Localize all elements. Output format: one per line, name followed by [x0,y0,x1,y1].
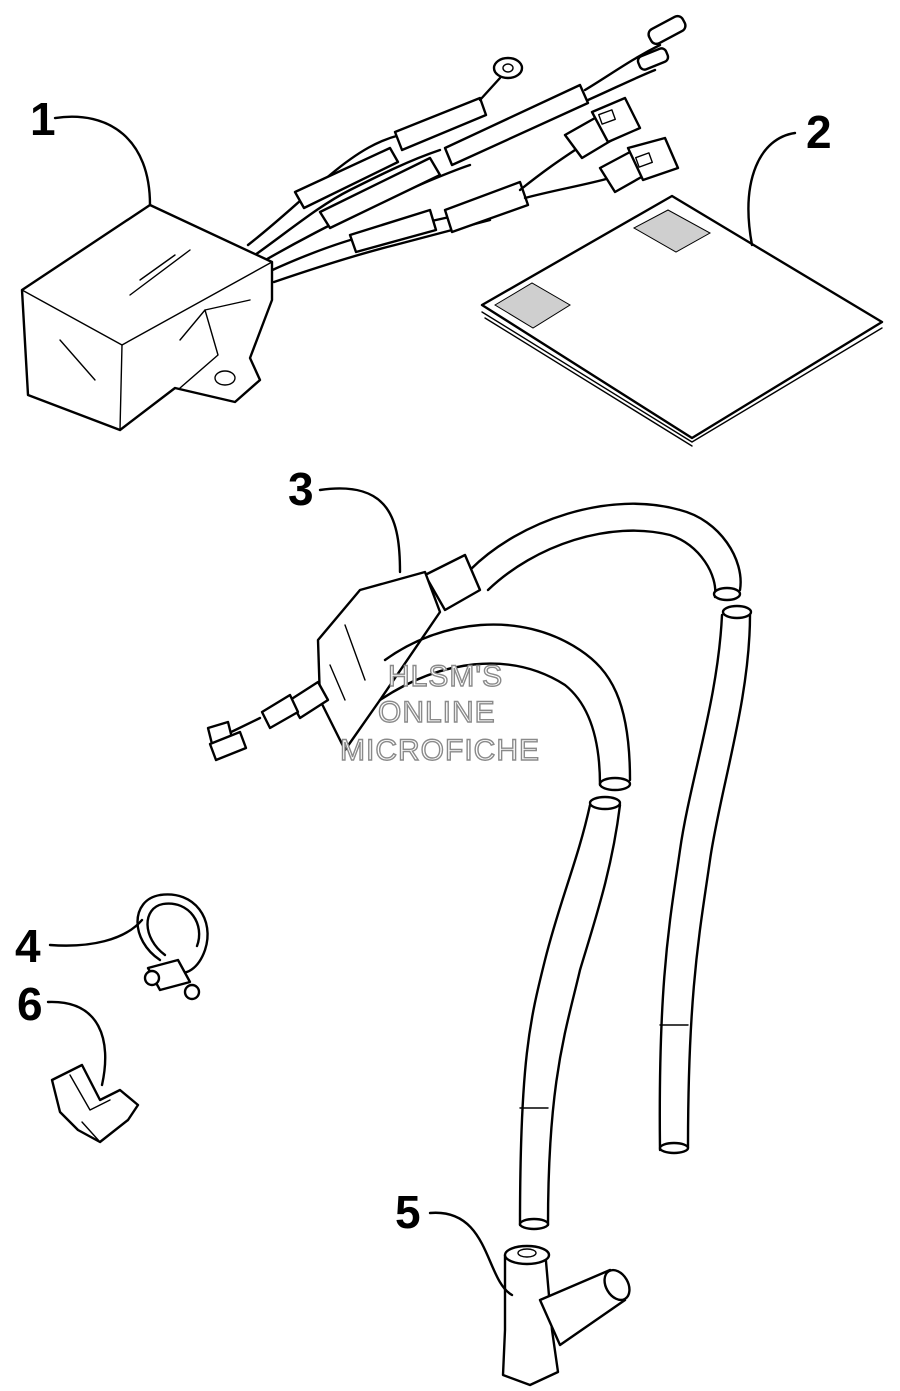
watermark-line-2: ONLINE [378,696,496,729]
leader-line-1 [53,115,152,207]
cdi-box-body [20,203,274,432]
callout-5: 5 [395,1186,421,1238]
leader-line-6 [46,1000,107,1087]
leader-line-5 [428,1211,514,1297]
leader-line-4 [48,918,144,947]
wire-clamp [136,893,209,1001]
instruction-sheet [480,194,884,447]
callout-3: 3 [288,463,314,515]
callout-6: 6 [17,978,43,1030]
callout-4: 4 [15,920,41,972]
leader-line-3 [318,487,402,574]
watermark-line-3: MICROFICHE [340,734,540,767]
watermark: HLSM'S ONLINE MICROFICHE [339,659,540,767]
cdi-wire-harness [246,14,687,284]
cable-clip [50,1063,140,1144]
ignition-coil [206,502,753,1231]
spark-plug-cap [501,1244,631,1387]
callout-1: 1 [30,93,56,145]
cdi-module [20,14,687,432]
leader-line-2 [747,131,797,247]
leader-lines [46,115,797,1297]
callout-2: 2 [806,106,832,158]
watermark-line-1: HLSM'S [388,660,503,693]
